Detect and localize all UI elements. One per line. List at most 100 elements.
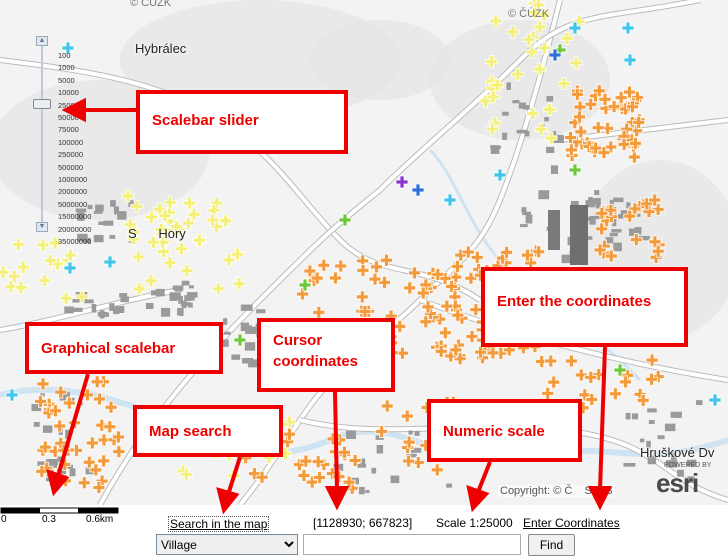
map-marker[interactable]: [59, 474, 73, 488]
map-marker[interactable]: [130, 199, 144, 213]
map-marker[interactable]: [298, 278, 312, 292]
map-view[interactable]: © ČÚZK © ČÚZK Hybrálec S Hory Hruškové D…: [0, 0, 728, 505]
map-marker[interactable]: [313, 471, 327, 485]
map-marker[interactable]: [163, 256, 177, 270]
map-marker[interactable]: [582, 139, 596, 153]
map-marker[interactable]: [629, 233, 643, 247]
map-marker[interactable]: [311, 455, 325, 469]
map-marker[interactable]: [206, 213, 220, 227]
map-marker[interactable]: [434, 344, 448, 358]
map-marker[interactable]: [547, 375, 561, 389]
map-marker[interactable]: [573, 100, 587, 114]
map-marker[interactable]: [144, 210, 158, 224]
map-marker[interactable]: [38, 273, 52, 287]
map-marker[interactable]: [522, 33, 536, 47]
map-marker[interactable]: [63, 248, 77, 262]
map-marker[interactable]: [154, 222, 168, 236]
map-marker[interactable]: [421, 300, 435, 314]
map-marker[interactable]: [402, 435, 416, 449]
scale-slider[interactable]: ▲ ▼: [33, 36, 51, 232]
map-marker[interactable]: [219, 214, 233, 228]
map-marker[interactable]: [486, 90, 500, 104]
map-marker[interactable]: [92, 480, 106, 494]
slider-track[interactable]: [41, 46, 43, 222]
map-marker[interactable]: [623, 209, 637, 223]
map-marker[interactable]: [584, 370, 598, 384]
map-marker[interactable]: [411, 183, 425, 197]
map-marker[interactable]: [608, 387, 622, 401]
map-marker[interactable]: [645, 372, 659, 386]
map-marker[interactable]: [598, 92, 612, 106]
zoom-in-button[interactable]: ▲: [36, 36, 48, 46]
map-marker[interactable]: [131, 250, 145, 264]
map-marker[interactable]: [604, 140, 618, 154]
map-marker[interactable]: [193, 233, 207, 247]
map-marker[interactable]: [564, 354, 578, 368]
map-marker[interactable]: [628, 136, 642, 150]
map-marker[interactable]: [0, 265, 10, 279]
map-marker[interactable]: [485, 122, 499, 136]
map-marker[interactable]: [132, 282, 146, 296]
map-marker[interactable]: [14, 281, 28, 295]
map-marker[interactable]: [169, 220, 183, 234]
map-marker[interactable]: [183, 196, 197, 210]
map-marker[interactable]: [500, 245, 514, 259]
map-marker[interactable]: [574, 125, 588, 139]
map-marker[interactable]: [380, 399, 394, 413]
map-marker[interactable]: [543, 102, 557, 116]
map-marker[interactable]: [375, 425, 389, 439]
map-marker[interactable]: [511, 67, 525, 81]
map-marker[interactable]: [299, 454, 313, 468]
map-marker[interactable]: [537, 8, 551, 22]
map-marker[interactable]: [338, 213, 352, 227]
map-marker[interactable]: [613, 363, 627, 377]
map-marker[interactable]: [75, 290, 89, 304]
map-marker[interactable]: [232, 277, 246, 291]
map-marker[interactable]: [174, 242, 188, 256]
map-marker[interactable]: [461, 245, 475, 259]
map-marker[interactable]: [493, 168, 507, 182]
map-marker[interactable]: [651, 202, 665, 216]
map-marker[interactable]: [77, 476, 91, 490]
map-marker[interactable]: [431, 267, 445, 281]
map-marker[interactable]: [573, 110, 587, 124]
map-marker[interactable]: [595, 206, 609, 220]
map-marker[interactable]: [449, 343, 463, 357]
map-marker[interactable]: [48, 236, 62, 250]
map-marker[interactable]: [342, 475, 356, 489]
map-marker[interactable]: [450, 259, 464, 273]
map-marker[interactable]: [11, 238, 25, 251]
map-marker[interactable]: [144, 274, 158, 288]
zoom-out-button[interactable]: ▼: [36, 222, 48, 232]
map-marker[interactable]: [36, 238, 50, 252]
map-marker[interactable]: [355, 290, 369, 304]
map-marker[interactable]: [5, 388, 19, 402]
map-marker[interactable]: [95, 418, 109, 432]
map-marker[interactable]: [59, 291, 73, 305]
enter-coordinates-link[interactable]: Enter Coordinates: [523, 516, 620, 530]
map-marker[interactable]: [16, 260, 30, 274]
map-marker[interactable]: [526, 107, 540, 121]
map-marker[interactable]: [642, 205, 656, 219]
map-marker[interactable]: [4, 279, 18, 293]
map-marker[interactable]: [296, 287, 310, 301]
map-marker[interactable]: [368, 272, 382, 286]
map-marker[interactable]: [312, 305, 326, 319]
map-marker[interactable]: [474, 345, 488, 359]
map-marker[interactable]: [255, 470, 269, 484]
map-marker[interactable]: [708, 393, 722, 407]
map-marker[interactable]: [569, 56, 583, 70]
map-marker[interactable]: [179, 467, 193, 481]
map-marker[interactable]: [157, 244, 171, 258]
map-marker[interactable]: [541, 386, 555, 400]
map-marker[interactable]: [604, 249, 618, 263]
map-marker[interactable]: [533, 62, 547, 76]
map-marker[interactable]: [623, 53, 637, 67]
map-marker[interactable]: [469, 303, 483, 317]
map-marker[interactable]: [628, 202, 642, 216]
map-marker[interactable]: [230, 247, 244, 261]
map-marker[interactable]: [63, 261, 77, 275]
map-marker[interactable]: [90, 375, 104, 389]
map-marker[interactable]: [402, 454, 416, 468]
map-marker[interactable]: [36, 377, 50, 391]
